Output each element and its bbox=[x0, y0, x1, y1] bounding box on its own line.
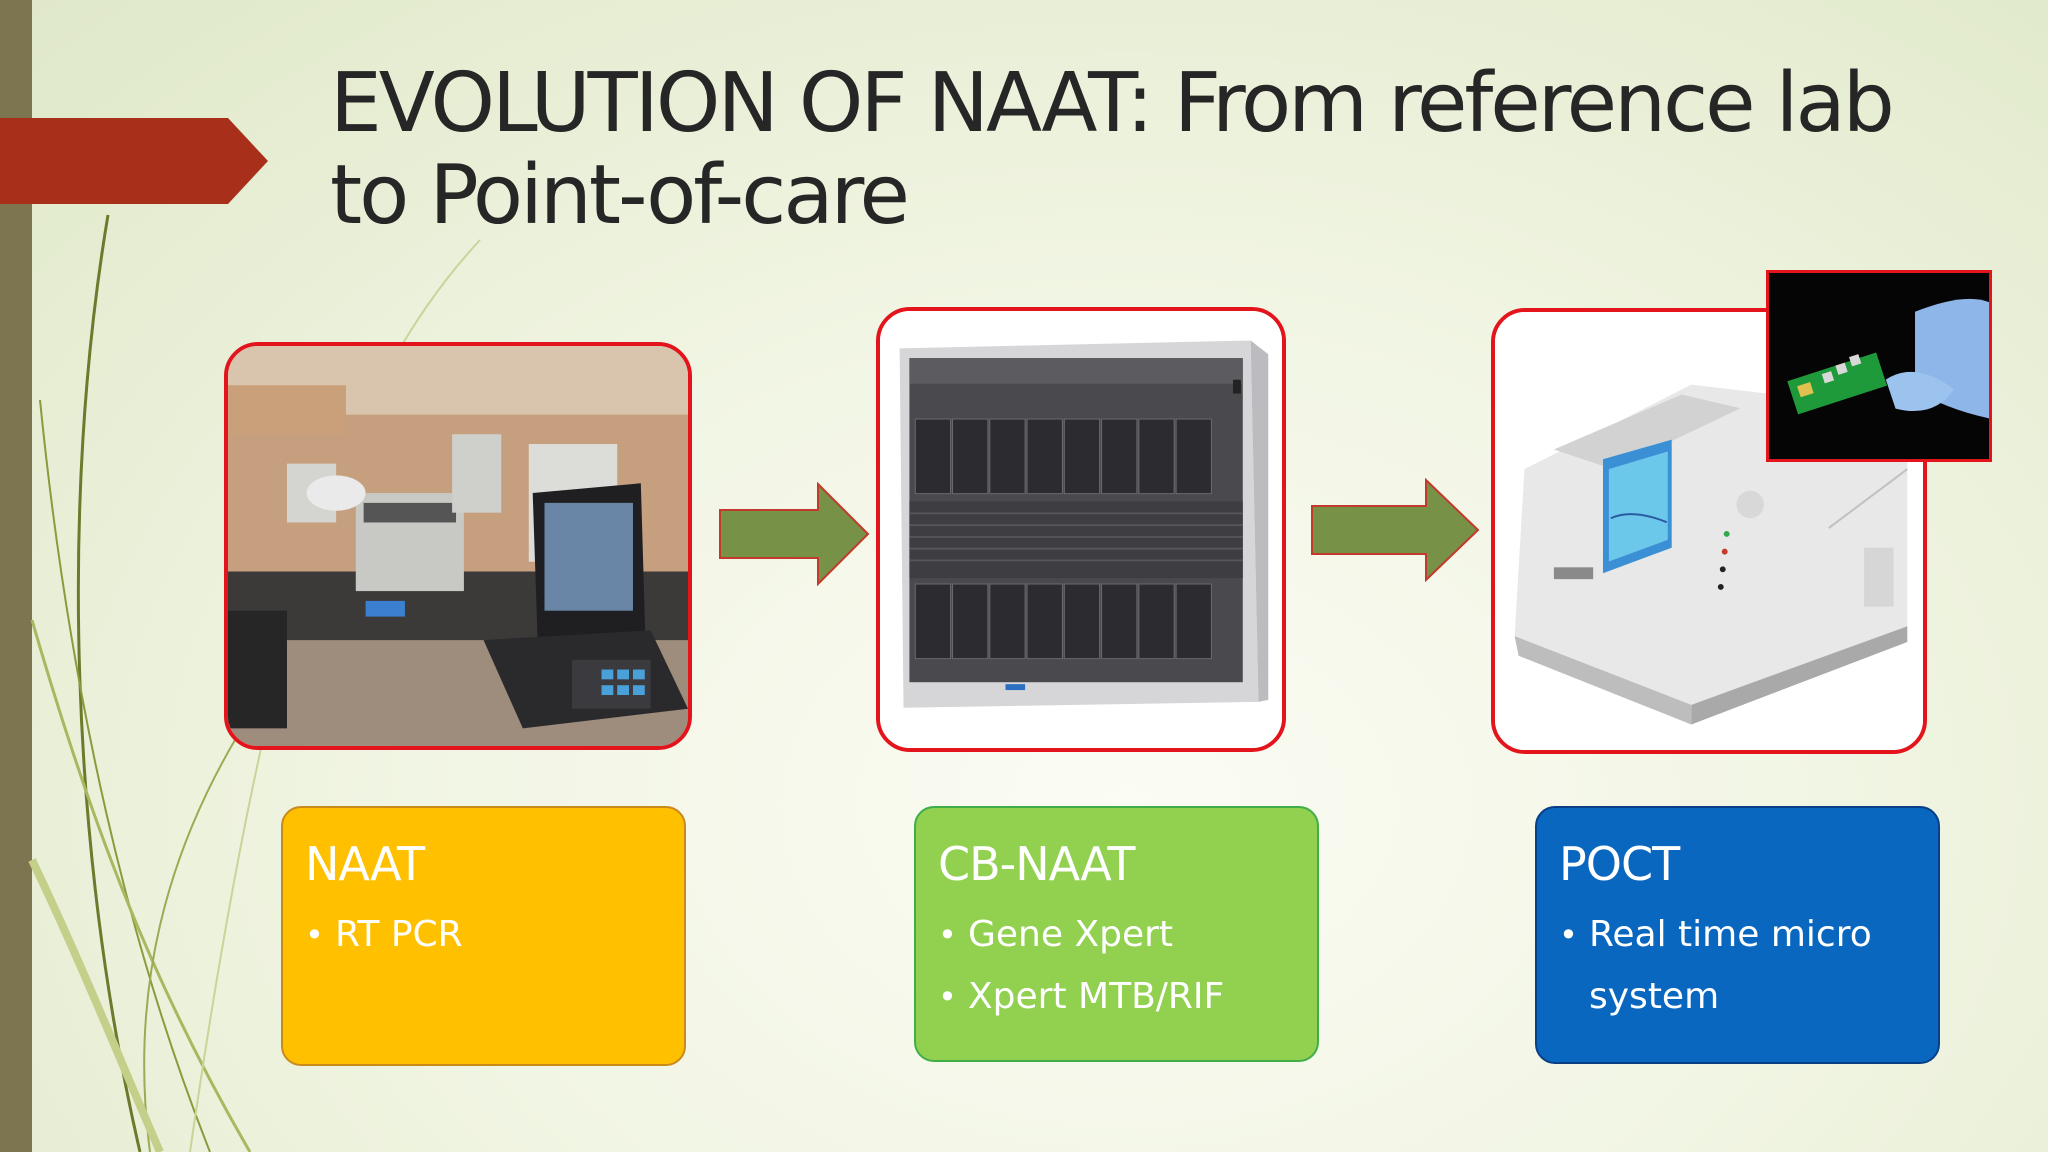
cbnaat-card-title: CB-NAAT bbox=[938, 837, 1135, 891]
poct-card-title: POCT bbox=[1559, 837, 1680, 891]
cbnaat-card-list: Gene Xpert Xpert MTB/RIF bbox=[938, 904, 1295, 1028]
cbnaat-item-gene-xpert: Gene Xpert bbox=[938, 904, 1295, 966]
cbnaat-item-xpert-mtb-rif: Xpert MTB/RIF bbox=[938, 966, 1295, 1028]
genexpert-instrument-photo bbox=[876, 307, 1286, 752]
arrow-naat-to-cbnaat bbox=[719, 482, 870, 586]
slide-title: EVOLUTION OF NAAT: From reference lab to… bbox=[330, 56, 1895, 243]
poct-card: POCT Real time micro system bbox=[1535, 806, 1940, 1064]
naat-card-title: NAAT bbox=[305, 837, 425, 891]
naat-card-list: RT PCR bbox=[305, 904, 662, 966]
arrow-cbnaat-to-poct bbox=[1311, 478, 1480, 582]
cbnaat-card: CB-NAAT Gene Xpert Xpert MTB/RIF bbox=[914, 806, 1319, 1062]
naat-card: NAAT RT PCR bbox=[281, 806, 686, 1066]
poct-card-list: Real time micro system bbox=[1559, 904, 1916, 1028]
microchip-inset-photo bbox=[1766, 270, 1992, 462]
title-accent-tab bbox=[0, 118, 268, 204]
naat-item-rt-pcr: RT PCR bbox=[305, 904, 662, 966]
poct-item-real-time-micro-system: Real time micro system bbox=[1559, 904, 1916, 1028]
reference-lab-photo bbox=[224, 342, 692, 750]
